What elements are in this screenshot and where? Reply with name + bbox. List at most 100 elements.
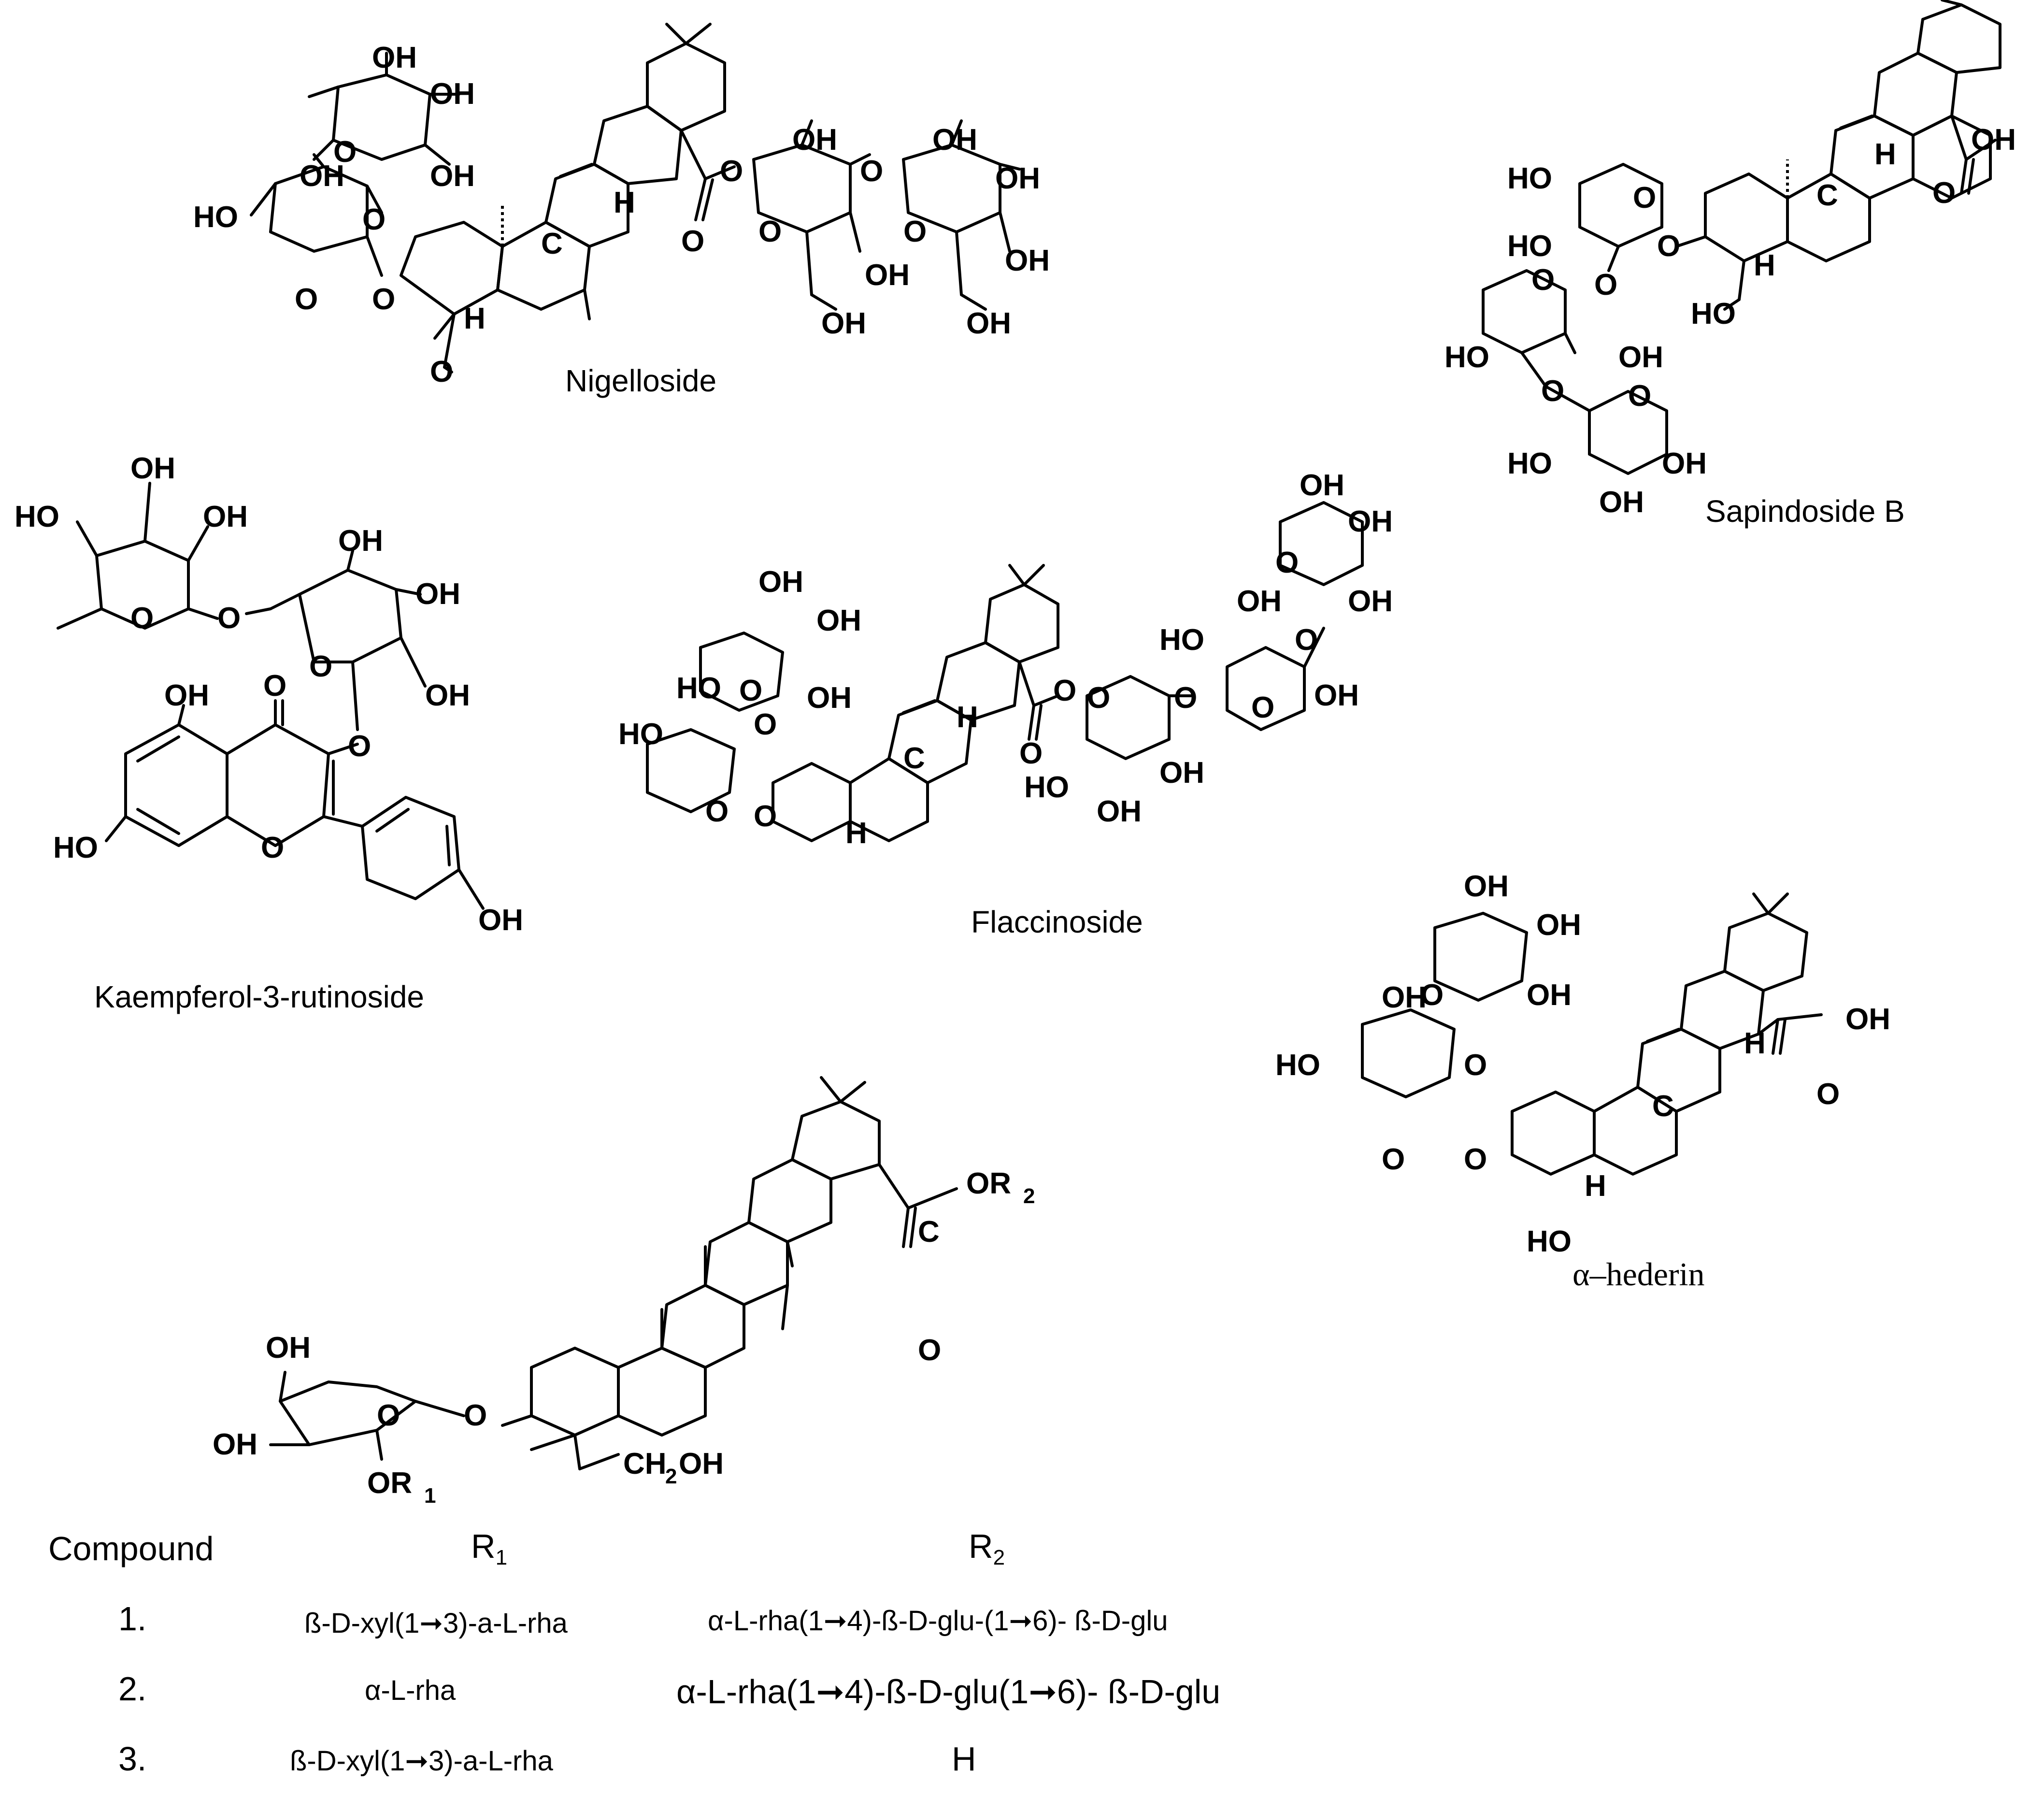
atom-label: OH [415, 577, 460, 611]
atom-label: H [845, 817, 867, 850]
atom-label: O [1464, 1143, 1487, 1176]
atom-label: OH [1527, 978, 1572, 1012]
atom-label: O [261, 831, 284, 864]
atom-label: H [1874, 138, 1896, 171]
atom-label: C [918, 1215, 940, 1249]
atom-label: OH [816, 604, 861, 637]
atom-label: OH [1382, 981, 1427, 1014]
atom-label: O [377, 1399, 400, 1432]
table-cell-r2: H [952, 1740, 976, 1778]
atom-label: OH [130, 452, 175, 485]
atom-label: OH [430, 159, 475, 193]
atom-label: OH [425, 679, 470, 712]
atom-label: H [1744, 1027, 1766, 1060]
atom-label: HO [1527, 1225, 1572, 1258]
atom-label: O [739, 674, 762, 707]
atom-label: O [348, 730, 371, 763]
atom-label: OH [821, 307, 866, 340]
atom-label: OH [1159, 756, 1204, 790]
atom-label: OH [932, 123, 977, 157]
atom-label: O [430, 355, 453, 388]
atom-label: OH [865, 259, 910, 292]
atom-label: HO [1691, 297, 1736, 331]
atom-label: O [1053, 674, 1076, 707]
table-cell-r1: ß-D-xyl(1➞3)-a-L-rha [290, 1745, 553, 1777]
atom-label: O [464, 1399, 487, 1432]
atom-label: HO [1507, 162, 1552, 195]
table-header-r2: R2 [969, 1527, 1005, 1570]
atom-label: OH [372, 41, 417, 74]
atom-label: O [1382, 1143, 1405, 1176]
atom-label: OH [338, 524, 383, 558]
table-cell-r2: α-L-rha(1➞4)-ß-D-glu(1➞6)- ß-D-glu [676, 1673, 1221, 1711]
atom-label: C [903, 742, 925, 775]
atom-label: OH [203, 500, 248, 533]
atom-label: O [309, 650, 332, 683]
atom-label: OH [1662, 447, 1707, 480]
table-cell-r1: α-L-rha [365, 1675, 456, 1706]
atom-label: O [754, 708, 777, 741]
atom-label: OH [1971, 123, 2016, 157]
atom-label: HO [1507, 230, 1552, 263]
table-header-compound: Compound [48, 1530, 214, 1567]
atom-label: OH [1618, 341, 1663, 374]
atom-label: OH [1348, 585, 1393, 618]
r1-subscript: 1 [495, 1546, 508, 1569]
atom-label-ch2oh: CH [623, 1447, 667, 1481]
atom-label: OH [1348, 505, 1393, 538]
atom-label: OH [1464, 870, 1509, 903]
atom-label: OH [1599, 486, 1644, 519]
flaccinoside-structure [646, 501, 1364, 842]
atom-label: HO [1024, 771, 1069, 804]
atom-label: O [681, 225, 704, 258]
atom-label: O [1541, 374, 1564, 408]
atom-label: O [1295, 623, 1318, 657]
atom-label: HO [14, 500, 59, 533]
atom-label: O [1657, 230, 1680, 263]
table-cell-r1: ß-D-xyl(1➞3)-a-L-rha [304, 1608, 568, 1639]
atom-label: H [1754, 249, 1775, 282]
atom-label: O [1087, 681, 1110, 715]
atom-label: OH [1097, 795, 1142, 828]
atom-label: OH [1536, 908, 1581, 942]
atom-label-or2: OR [966, 1167, 1011, 1200]
atom-label: O [1594, 268, 1617, 302]
atom-label: O [333, 135, 357, 169]
atom-label-ch2oh-tail: OH [679, 1447, 724, 1481]
atom-label: O [1932, 176, 1956, 210]
atom-label-r2-sub: 2 [1023, 1184, 1035, 1208]
atom-label: O [362, 203, 386, 236]
atom-label: O [1816, 1078, 1840, 1111]
atom-label: OH [758, 565, 803, 599]
atom-label-r1-sub: 1 [424, 1484, 436, 1508]
atom-label: O [705, 795, 729, 828]
atom-label: O [1275, 546, 1299, 579]
atom-label: O [1464, 1049, 1487, 1082]
atom-labels: OH OH OH OH HO O O O O O H C H O O OH O … [14, 41, 2016, 1508]
atom-label: O [918, 1334, 941, 1367]
atom-label: OH [792, 123, 837, 157]
atom-label: O [263, 669, 286, 703]
name-alpha-hederin: α–hederin [1572, 1256, 1705, 1293]
sapindoside-b-structure [1482, 0, 2001, 475]
atom-label: O [754, 800, 777, 833]
atom-label: OH [213, 1428, 257, 1461]
atom-label: OH [966, 307, 1011, 340]
atom-label: C [1652, 1090, 1674, 1123]
compound-names: Nigelloside Sapindoside B Kaempferol-3-r… [94, 363, 1905, 1293]
r1-letter: R [471, 1527, 496, 1565]
atom-label: HO [618, 718, 663, 751]
atom-label: O [758, 215, 782, 248]
atom-label: O [1174, 681, 1197, 715]
atom-label: OH [266, 1331, 311, 1365]
atom-label: OH [164, 679, 209, 712]
atom-label: H [1585, 1169, 1606, 1203]
atom-label: OH [807, 681, 852, 715]
atom-label: O [372, 283, 395, 316]
kaempferol-3-rutinoside-structure [57, 482, 485, 910]
generic-saponin-scaffold [269, 1076, 958, 1470]
atom-label: O [130, 602, 154, 635]
atom-label: O [860, 155, 883, 188]
atom-label: O [1628, 379, 1651, 413]
